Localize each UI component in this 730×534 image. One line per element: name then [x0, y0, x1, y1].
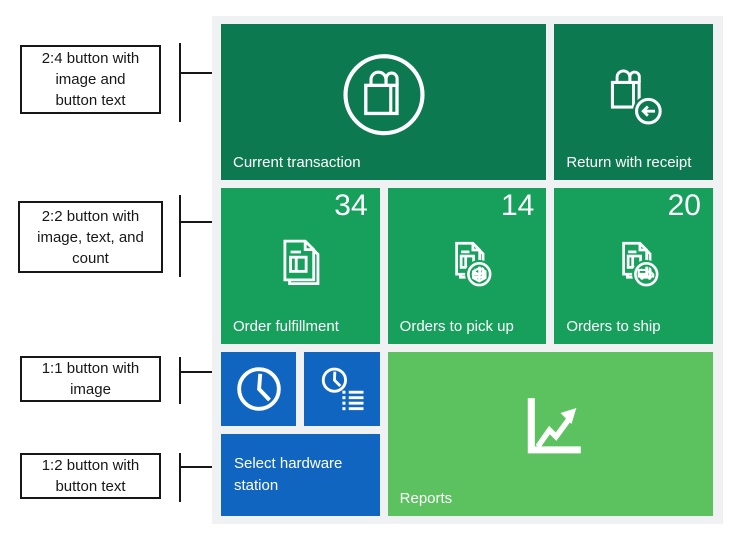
connector-line [179, 195, 181, 277]
tile-reports[interactable]: Reports [387, 352, 713, 516]
tile-count: 34 [334, 189, 368, 222]
tile-count: 14 [500, 189, 535, 222]
tile-select-hardware-station[interactable]: Select hardware station [221, 434, 380, 516]
annotation-1-1-button: 1:1 button with image [20, 356, 161, 402]
connector-line [179, 43, 181, 122]
annotation-2-2-button: 2:2 button with image, text, and count [18, 201, 163, 273]
connector-line [180, 221, 222, 223]
connector-line [180, 466, 222, 468]
tile-label: Select hardware station [234, 455, 343, 494]
connector-line [179, 357, 181, 404]
tile-label: Order fulfillment [233, 318, 339, 335]
connector-line [179, 453, 181, 502]
connector-line [180, 72, 222, 74]
tile-order-fulfillment[interactable]: 34 Order fulfillment [221, 188, 380, 344]
tile-label: Orders to ship [566, 318, 661, 335]
connector-line [180, 371, 222, 373]
tile-orders-to-ship[interactable]: 20 [554, 188, 713, 344]
tile-orders-to-pick-up[interactable]: 14 [387, 188, 547, 344]
documents-icon [266, 228, 334, 296]
tile-label: Current transaction [233, 154, 361, 171]
return-bag-icon [595, 57, 673, 135]
tile-panel: Current transaction Return [212, 16, 723, 524]
tile-current-transaction[interactable]: Current transaction [221, 24, 547, 180]
annotation-2-4-button: 2:4 button with image and button text [20, 45, 161, 114]
tile-label: Reports [399, 490, 453, 507]
tile-label: Return with receipt [566, 154, 692, 171]
clock-list-icon [315, 362, 369, 416]
tile-count: 20 [667, 189, 701, 222]
documents-truck-icon [600, 228, 668, 296]
annotation-1-2-button: 1:2 button with button text [20, 453, 161, 499]
tile-return-with-receipt[interactable]: Return with receipt [554, 24, 713, 180]
chart-icon [506, 384, 594, 472]
documents-package-icon [433, 228, 501, 296]
tile-clock-in[interactable] [221, 352, 297, 426]
tile-view-timeclock-entries[interactable] [304, 352, 380, 426]
shopping-bag-icon [332, 43, 436, 147]
tile-grid: Current transaction Return [221, 24, 713, 516]
clock-icon [232, 362, 286, 416]
tile-label: Orders to pick up [399, 318, 514, 335]
